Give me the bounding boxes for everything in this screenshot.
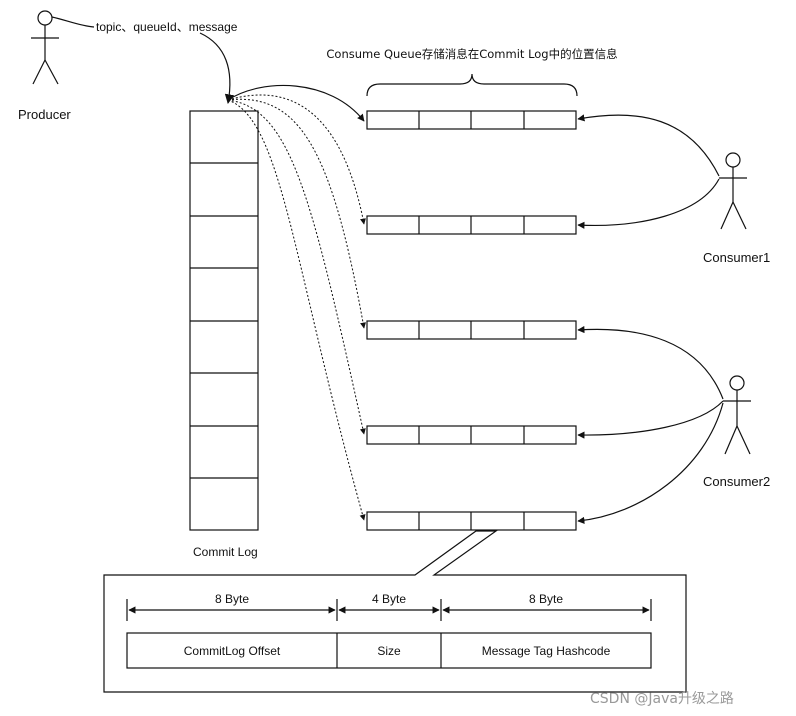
consume-queue-2 — [366, 215, 577, 235]
consume-queue-1 — [366, 110, 577, 130]
consumer2-figure — [723, 375, 751, 455]
commitlog-to-queue-5-link — [227, 99, 366, 521]
size-size-label: 4 Byte — [372, 592, 406, 606]
commitlog-to-queue-4-link — [227, 99, 366, 435]
size-field: Size — [377, 644, 401, 658]
entry-dimension-line — [126, 599, 652, 621]
consumer2-to-queue-4-arrow — [577, 400, 724, 439]
entry-table — [126, 632, 652, 669]
consumer2-label: Consumer2 — [703, 474, 770, 489]
message-tag-hashcode-field: Message Tag Hashcode — [482, 644, 611, 658]
producer-figure — [31, 10, 59, 85]
consumer2-to-queue-5-arrow — [577, 402, 724, 524]
commitlog-to-queue-2-link — [227, 94, 366, 225]
consume-queue-brace — [366, 73, 578, 97]
consume-queue-3 — [366, 320, 577, 340]
consume-queue-5 — [366, 511, 577, 531]
producer-message-leader — [51, 16, 95, 28]
consumer1-label: Consumer1 — [703, 250, 770, 265]
commit-log-label: Commit Log — [193, 545, 258, 559]
producer-message-label: topic、queueId、message — [96, 20, 238, 34]
producer-to-commitlog-arrow — [199, 32, 235, 104]
consumer1-to-queue-1-arrow — [577, 114, 720, 177]
commitlog-to-queue-3-link — [227, 98, 366, 329]
hashcode-size-label: 8 Byte — [529, 592, 563, 606]
offset-size-label: 8 Byte — [215, 592, 249, 606]
commitlog-to-queue-1-link — [227, 84, 365, 122]
consumer1-to-queue-2-arrow — [577, 178, 720, 229]
consumer2-to-queue-3-arrow — [577, 325, 724, 400]
watermark: CSDN @Java升级之路 — [590, 691, 734, 707]
consumer1-figure — [719, 152, 747, 230]
consume-queue-4 — [366, 425, 577, 445]
producer-label: Producer — [18, 107, 71, 122]
consume-queue-caption: Consume Queue存储消息在Commit Log中的位置信息 — [326, 47, 617, 61]
commitlog-offset-field: CommitLog Offset — [184, 644, 281, 658]
commit-log — [189, 110, 259, 531]
